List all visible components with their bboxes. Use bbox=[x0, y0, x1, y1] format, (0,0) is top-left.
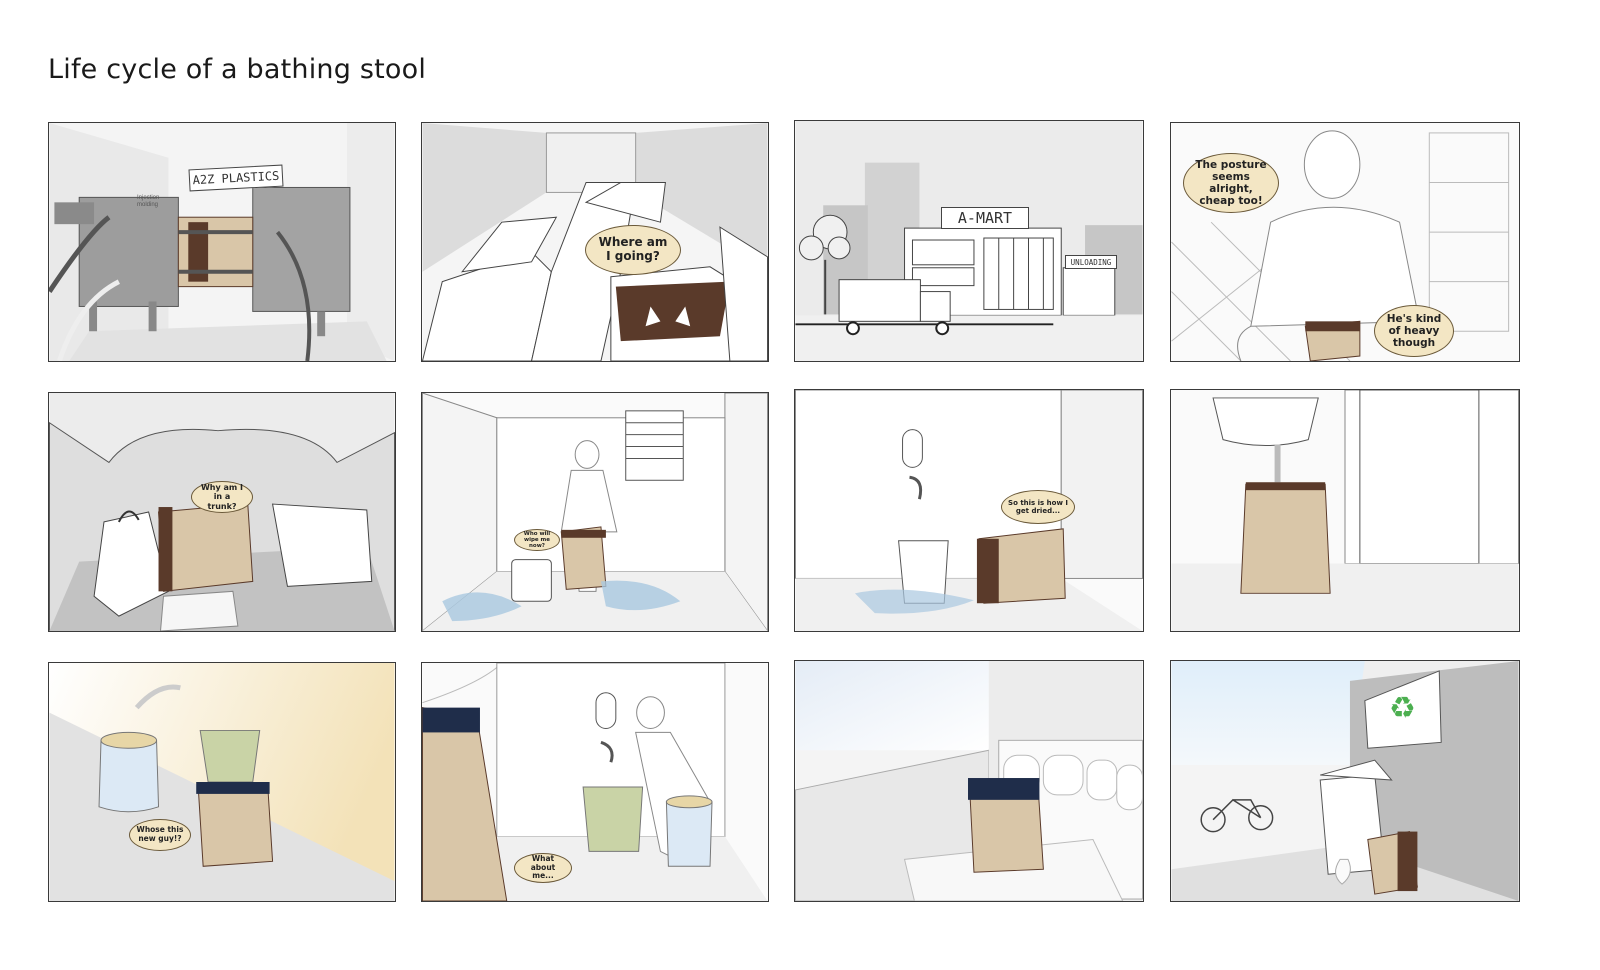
replaced-illustration bbox=[422, 663, 768, 901]
sink-illustration bbox=[1171, 390, 1519, 631]
panel-4-customer-test: The posture seems alright, cheap too! He… bbox=[1170, 122, 1520, 362]
speech-bubble-who-will-wipe: Who will wipe me now? bbox=[514, 529, 560, 551]
drying-illustration bbox=[795, 390, 1143, 631]
speech-bubble-trunk: Why am I in a trunk? bbox=[191, 481, 253, 513]
unloading-sign: UNLOADING bbox=[1065, 255, 1117, 269]
panel-5-car-trunk: Why am I in a trunk? bbox=[48, 392, 396, 632]
panel-12-recycling: ♻ bbox=[1170, 660, 1520, 902]
new-stool-illustration bbox=[49, 663, 395, 901]
speech-bubble-new-guy: Whose this new guy!? bbox=[129, 819, 191, 851]
store-illustration bbox=[795, 121, 1143, 361]
machine-label: Injection molding bbox=[137, 195, 160, 208]
container-illustration bbox=[422, 123, 768, 361]
storage-illustration bbox=[795, 661, 1143, 901]
panel-10-replaced: What about me... bbox=[421, 662, 769, 902]
panel-3-store-delivery: A-MART UNLOADING bbox=[794, 120, 1144, 362]
panel-2-shipping-container: Where am I going? bbox=[421, 122, 769, 362]
customer-illustration bbox=[1171, 123, 1519, 361]
panel-7-drying: So this is how I get dried... bbox=[794, 389, 1144, 632]
page-title: Life cycle of a bathing stool bbox=[48, 54, 427, 85]
recycle-icon: ♻ bbox=[1389, 691, 1416, 726]
factory-illustration bbox=[49, 123, 395, 361]
speech-bubble-posture: The posture seems alright, cheap too! bbox=[1183, 153, 1279, 213]
panel-8-under-sink bbox=[1170, 389, 1520, 632]
speech-bubble-dried: So this is how I get dried... bbox=[1001, 490, 1075, 524]
panel-11-storage bbox=[794, 660, 1144, 902]
panel-1-factory: A2Z PLASTICS Injection molding bbox=[48, 122, 396, 362]
bathroom-illustration bbox=[422, 393, 768, 631]
trunk-illustration bbox=[49, 393, 395, 631]
store-sign: A-MART bbox=[941, 207, 1029, 229]
speech-bubble-heavy: He's kind of heavy though bbox=[1374, 305, 1454, 357]
panel-9-new-stool: Whose this new guy!? bbox=[48, 662, 396, 902]
speech-bubble-what-about-me: What about me... bbox=[514, 853, 572, 883]
speech-bubble-where-am-i-going: Where am I going? bbox=[585, 225, 681, 275]
recycling-illustration bbox=[1171, 661, 1519, 901]
panel-6-bathroom-first-use: Who will wipe me now? bbox=[421, 392, 769, 632]
